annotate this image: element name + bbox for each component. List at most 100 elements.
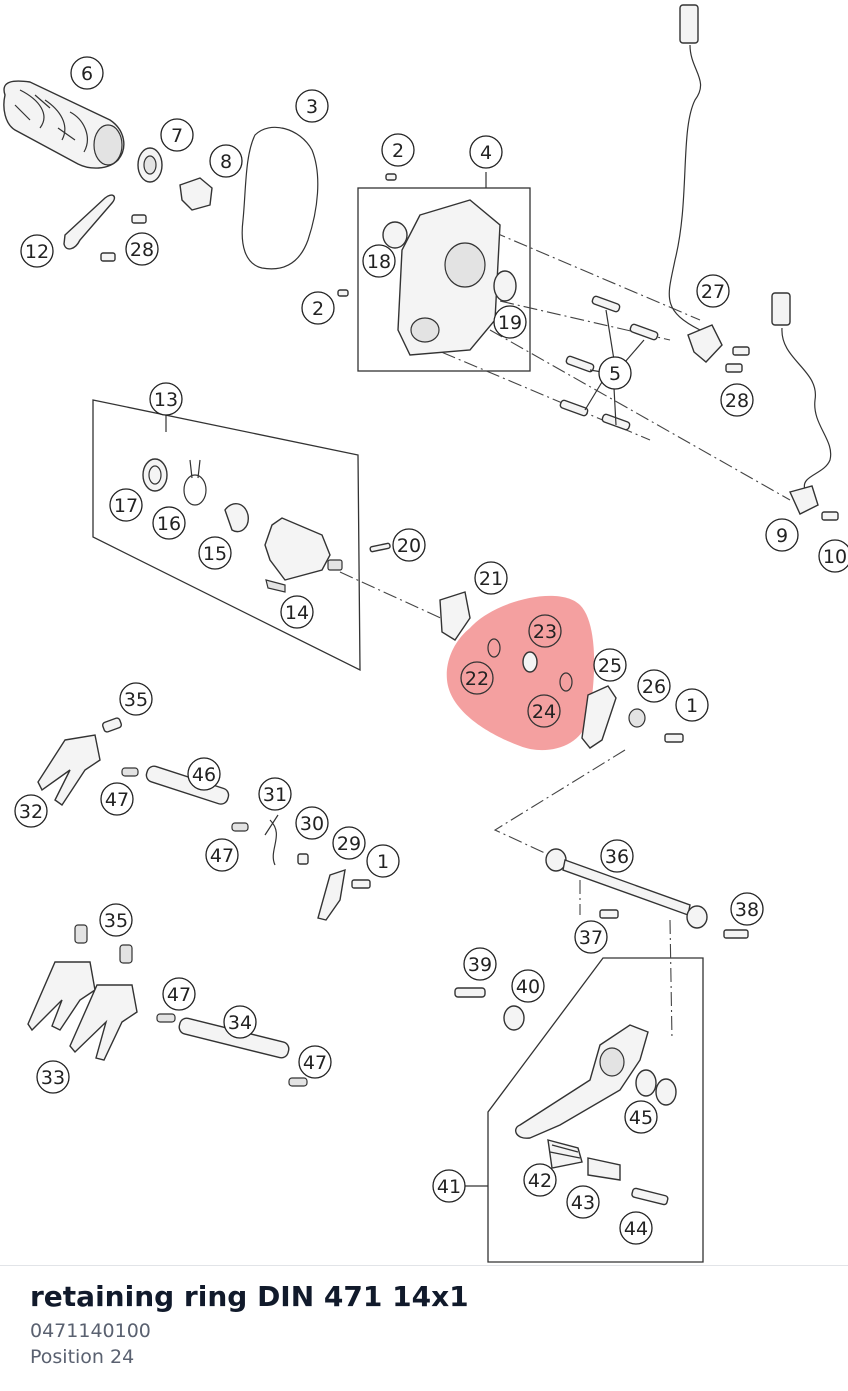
callout-label: 10 [823,546,847,568]
callout-33[interactable]: 33 [36,1060,70,1094]
callout-label: 1 [686,695,698,717]
position-sensor [439,591,471,641]
callout-5[interactable]: 5 [598,356,632,390]
callout-label: 39 [468,954,492,976]
shift-lever [515,1024,677,1206]
callout-label: 24 [532,701,556,723]
shift-drum [3,80,125,169]
callout-label: 2 [312,298,324,320]
callout-35[interactable]: 35 [119,682,153,716]
callout-label: 13 [154,389,178,411]
bolt [454,987,486,998]
callout-23[interactable]: 23 [528,614,562,648]
callout-label: 44 [624,1218,648,1240]
callout-label: 42 [528,1170,552,1192]
callout-12[interactable]: 12 [20,234,54,268]
callout-30[interactable]: 30 [295,806,329,840]
bush [628,708,646,728]
callout-15[interactable]: 15 [198,536,232,570]
callout-label: 38 [735,899,759,921]
callout-label: 43 [571,1192,595,1214]
callout-label: 21 [479,568,503,590]
callout-label: 27 [701,281,725,303]
callout-36[interactable]: 36 [600,839,634,873]
callout-9[interactable]: 9 [765,518,799,552]
callout-8[interactable]: 8 [209,144,243,178]
callout-3[interactable]: 3 [295,89,329,123]
callout-28[interactable]: 28 [125,232,159,266]
callout-46[interactable]: 46 [187,757,221,791]
callout-27[interactable]: 27 [696,274,730,308]
callout-14[interactable]: 14 [280,595,314,629]
callout-38[interactable]: 38 [730,892,764,926]
callout-label: 37 [579,927,603,949]
callout-21[interactable]: 21 [474,561,508,595]
callout-label: 40 [516,976,540,998]
seal-ring [137,147,163,183]
callout-41[interactable]: 41 [432,1169,466,1203]
callout-29[interactable]: 29 [332,826,366,860]
callout-16[interactable]: 16 [152,506,186,540]
shift-arm [581,685,617,749]
callout-label: 22 [465,668,489,690]
callout-label: 14 [285,602,309,624]
callout-13[interactable]: 13 [149,382,183,416]
callout-label: 29 [337,833,361,855]
callout-22[interactable]: 22 [460,661,494,695]
callout-label: 5 [609,363,621,385]
callout-47[interactable]: 47 [100,782,134,816]
shift-linkage [545,848,749,939]
pin [337,289,349,297]
callout-47[interactable]: 47 [205,838,239,872]
callout-label: 6 [81,63,93,85]
callout-7[interactable]: 7 [160,118,194,152]
callout-31[interactable]: 31 [258,777,292,811]
callout-42[interactable]: 42 [523,1163,557,1197]
callout-2[interactable]: 2 [381,133,415,167]
callout-label: 34 [228,1012,252,1034]
callout-1[interactable]: 1 [366,844,400,878]
callout-37[interactable]: 37 [574,920,608,954]
callout-10[interactable]: 10 [818,539,848,573]
callout-label: 31 [263,784,287,806]
callout-45[interactable]: 45 [624,1100,658,1134]
callout-18[interactable]: 18 [362,244,396,278]
callout-label: 20 [397,535,421,557]
group-box-41 [487,957,704,1263]
callout-label: 9 [776,525,788,547]
screws-top-left [100,214,147,262]
callout-28[interactable]: 28 [720,383,754,417]
callout-47[interactable]: 47 [162,977,196,1011]
callout-label: 23 [533,621,557,643]
callout-43[interactable]: 43 [566,1185,600,1219]
callout-40[interactable]: 40 [511,969,545,1003]
callout-label: 47 [105,789,129,811]
position-callouts[interactable]: 1122345678910121314151617181920212223242… [14,56,848,1245]
callout-1[interactable]: 1 [675,688,709,722]
callout-label: 2 [392,140,404,162]
callout-47[interactable]: 47 [298,1045,332,1079]
lever [63,194,116,250]
callout-label: 35 [104,910,128,932]
callout-32[interactable]: 32 [14,794,48,828]
cover-housing [382,199,517,356]
callout-20[interactable]: 20 [392,528,426,562]
pin [385,173,397,181]
callout-24[interactable]: 24 [527,694,561,728]
callout-25[interactable]: 25 [593,648,627,682]
group-box-4 [357,187,531,372]
callout-39[interactable]: 39 [463,947,497,981]
callout-35[interactable]: 35 [99,903,133,937]
gasket [241,126,319,270]
callout-34[interactable]: 34 [223,1005,257,1039]
callout-26[interactable]: 26 [637,669,671,703]
highlight-area[interactable] [446,595,595,751]
callout-44[interactable]: 44 [619,1211,653,1245]
callout-label: 46 [192,764,216,786]
callout-6[interactable]: 6 [70,56,104,90]
callout-4[interactable]: 4 [469,135,503,169]
callout-2[interactable]: 2 [301,291,335,325]
callout-17[interactable]: 17 [109,488,143,522]
callout-19[interactable]: 19 [493,305,527,339]
